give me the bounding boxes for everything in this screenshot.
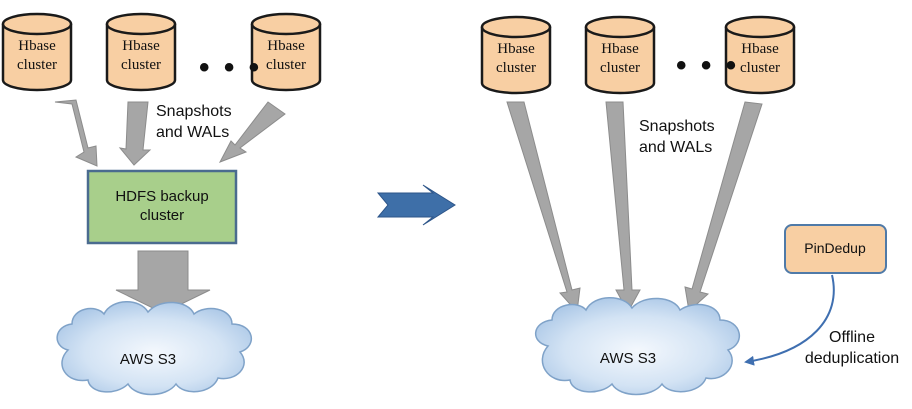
hdfs-to-s3-arrow xyxy=(115,250,211,314)
hdfs-box-label: HDFS backup cluster xyxy=(87,187,237,225)
dedup-curve-arrow xyxy=(744,274,835,366)
right-chevron-arrow-icon xyxy=(376,184,456,226)
left-cluster-1-line1: Hbase xyxy=(18,38,56,54)
left-cluster-3-label: Hbase cluster xyxy=(251,37,321,75)
right-flow-arrow-1 xyxy=(506,101,581,314)
left-cluster-2-line1: Hbase xyxy=(122,38,160,54)
right-cluster-2-line2: cluster xyxy=(600,60,640,76)
left-aws-s3-cloud xyxy=(56,301,252,396)
left-ellipsis-dots: • • • xyxy=(199,51,263,84)
right-ellipsis-dots: • • • xyxy=(676,49,740,82)
right-cluster-3-line1: Hbase xyxy=(741,41,779,57)
right-cluster-1-line1: Hbase xyxy=(497,41,535,57)
right-snapshots-line2: and WALs xyxy=(639,139,713,156)
left-snapshots-label: Snapshots and WALs xyxy=(156,101,232,143)
left-cluster-3-line2: cluster xyxy=(266,57,306,73)
pindedup-box xyxy=(784,224,887,274)
right-cluster-3-label: Hbase cluster xyxy=(725,40,795,78)
left-hbase-cluster-1 xyxy=(1,12,73,92)
left-flow-arrow-2 xyxy=(118,101,152,166)
left-snapshots-line1: Snapshots xyxy=(156,103,232,120)
left-aws-s3-label: AWS S3 xyxy=(119,351,177,368)
left-cluster-2-line2: cluster xyxy=(121,57,161,73)
left-hbase-cluster-2 xyxy=(105,12,177,92)
right-aws-s3-label: AWS S3 xyxy=(599,350,657,367)
left-cluster-1-label: Hbase cluster xyxy=(2,37,72,75)
right-cluster-1-line2: cluster xyxy=(496,60,536,76)
right-flow-arrow-2 xyxy=(605,101,641,314)
left-snapshots-line2: and WALs xyxy=(156,124,230,141)
right-cluster-2-label: Hbase cluster xyxy=(585,40,655,78)
pindedup-label: PinDedup xyxy=(804,240,866,256)
hdfs-line2: cluster xyxy=(139,207,185,224)
right-cluster-1-label: Hbase cluster xyxy=(481,40,551,78)
offline-dedup-line2: deduplication xyxy=(804,350,900,367)
right-hbase-cluster-2 xyxy=(584,15,656,95)
left-cluster-2-label: Hbase cluster xyxy=(106,37,176,75)
right-hbase-cluster-3 xyxy=(724,15,796,95)
right-snapshots-line1: Snapshots xyxy=(639,118,715,135)
left-flow-arrow-3 xyxy=(218,101,286,163)
offline-dedup-line1: Offline xyxy=(829,329,875,346)
right-aws-s3-cloud xyxy=(535,297,741,396)
hdfs-line1: HDFS backup xyxy=(115,188,209,205)
left-hbase-cluster-3 xyxy=(250,12,322,92)
offline-dedup-label: Offline deduplication xyxy=(794,327,910,369)
hdfs-backup-cluster-box xyxy=(86,169,238,245)
right-snapshots-label: Snapshots and WALs xyxy=(639,116,715,158)
right-flow-arrow-3 xyxy=(684,101,763,312)
left-cluster-1-line2: cluster xyxy=(17,57,57,73)
right-hbase-cluster-1 xyxy=(480,15,552,95)
left-flow-arrow-1 xyxy=(54,99,98,167)
right-cluster-3-line2: cluster xyxy=(740,60,780,76)
right-cluster-2-line1: Hbase xyxy=(601,41,639,57)
left-cluster-3-line1: Hbase xyxy=(267,38,305,54)
